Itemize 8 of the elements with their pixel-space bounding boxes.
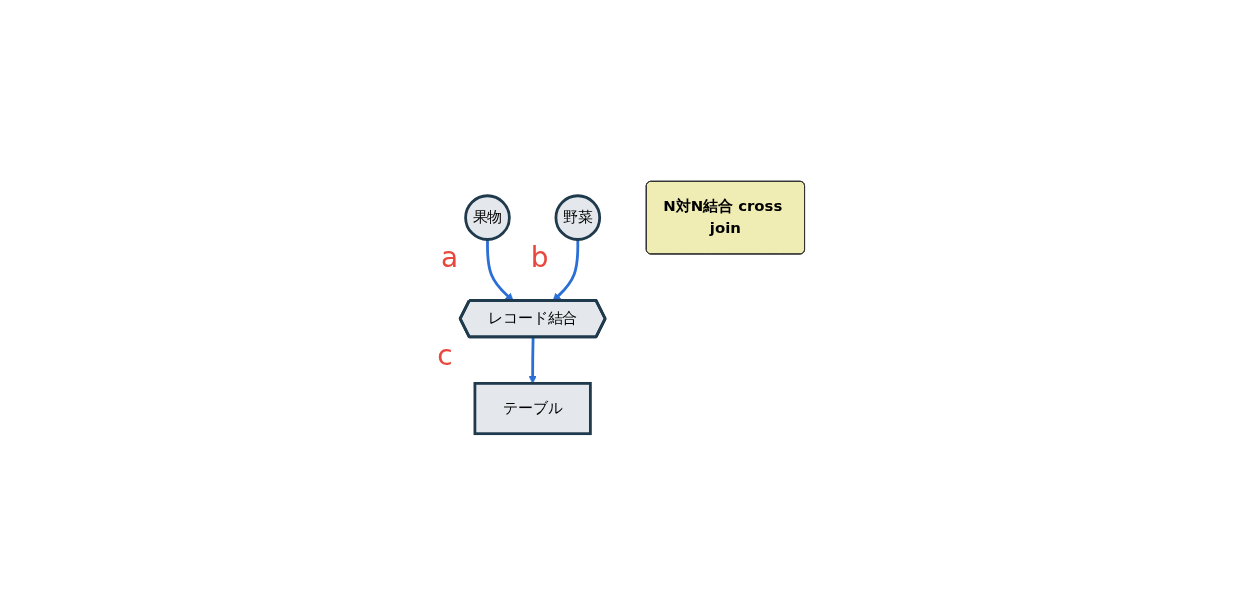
arrow xyxy=(552,239,580,301)
node-circle: 果物 xyxy=(464,193,511,241)
arrow xyxy=(486,239,514,301)
callout-letter: b xyxy=(530,240,549,274)
node-box: テーブル xyxy=(473,381,592,435)
callout-letter: c xyxy=(437,338,453,372)
node-circle: 野菜 xyxy=(554,193,602,241)
callout-letter: a xyxy=(441,240,459,274)
